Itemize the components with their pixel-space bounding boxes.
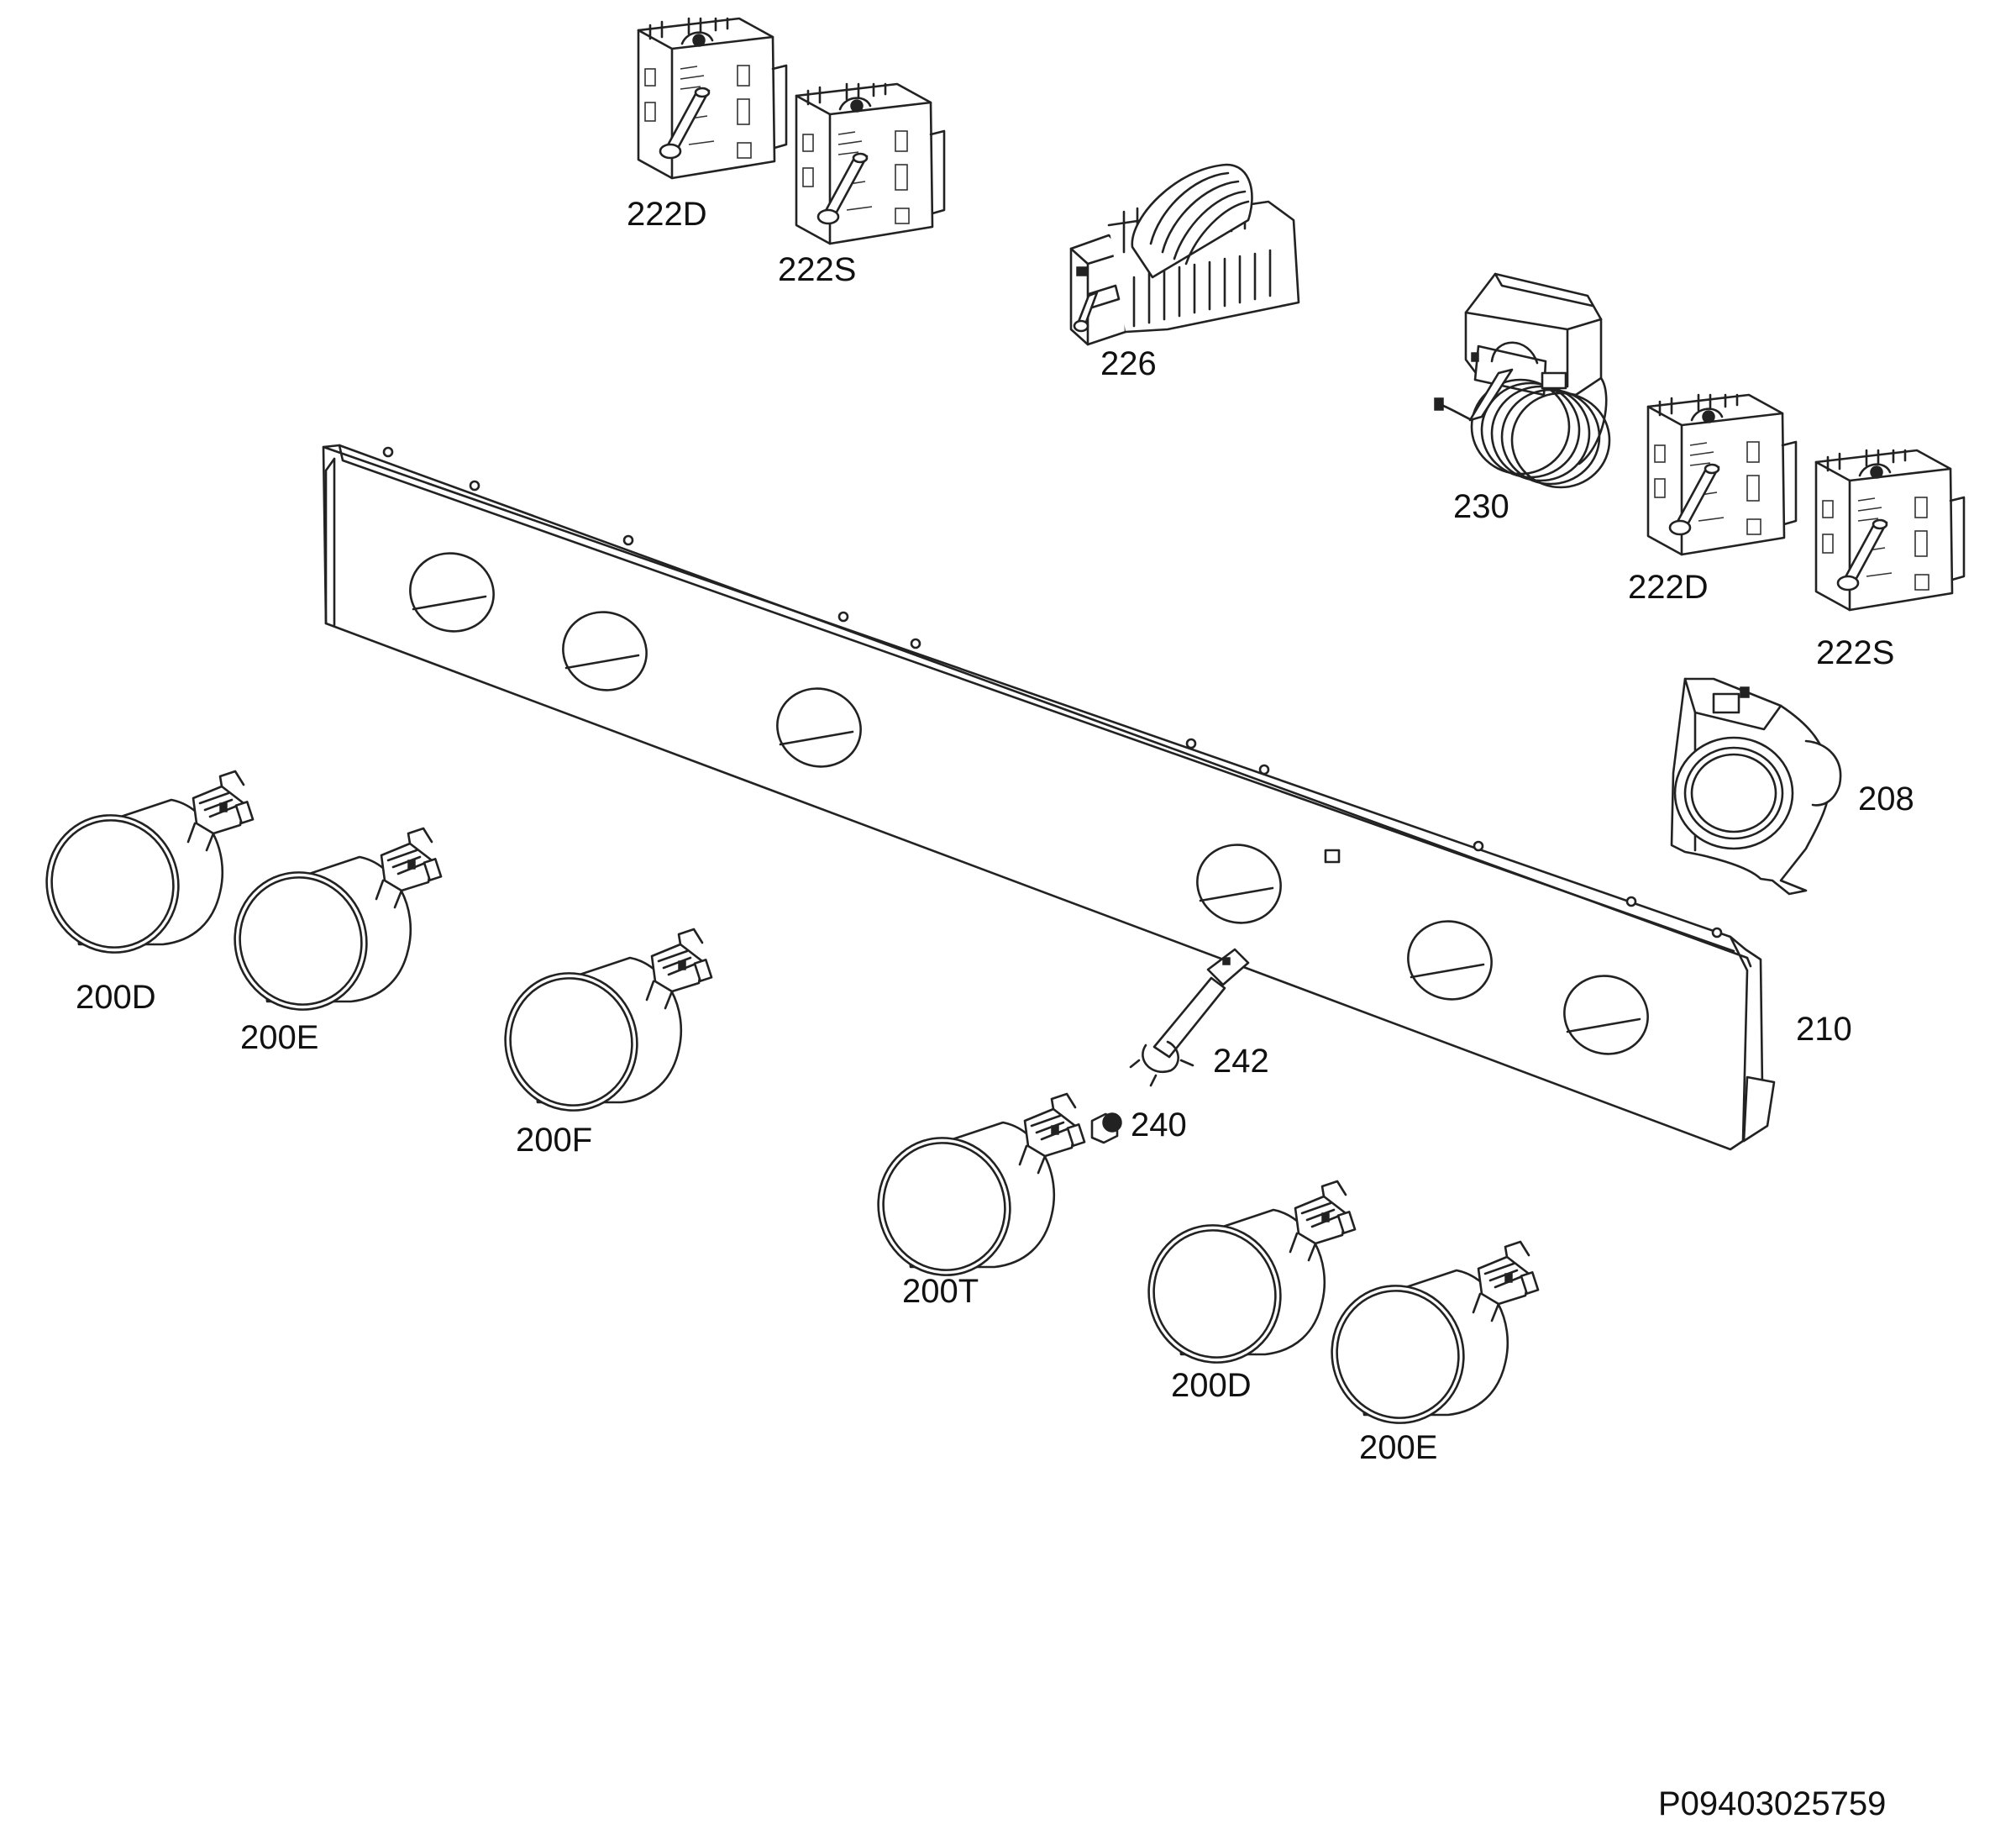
control-knob-icon [28,770,255,971]
part-label-222d-top: 222D [627,196,707,233]
part-label-242: 242 [1213,1043,1269,1080]
indicator-lamp-icon [1670,677,1842,896]
ignition-switch-icon [1129,948,1250,1087]
part-label-208: 208 [1858,781,1914,817]
part-label-200d-right: 200D [1171,1367,1252,1404]
part-label-222s-right: 222S [1816,634,1894,671]
part-label-200e-left: 200E [240,1019,318,1056]
control-knob-icon [1313,1240,1540,1442]
part-label-230: 230 [1453,488,1509,525]
part-label-240: 240 [1131,1107,1187,1143]
part-label-222d-right: 222D [1628,569,1709,606]
energy-regulator-icon [1814,449,1966,612]
screw-icon [1090,1112,1122,1144]
selector-switch-icon [1069,163,1300,346]
control-knob-icon [1130,1180,1357,1381]
part-label-226: 226 [1100,345,1157,382]
part-label-210: 210 [1796,1011,1852,1048]
part-label-200t: 200T [902,1273,979,1310]
part-label-200f: 200F [516,1122,592,1159]
part-label-200e-right: 200E [1359,1429,1437,1466]
energy-regulator-icon [637,17,788,180]
part-label-200d-left: 200D [76,979,156,1016]
control-knob-icon [216,827,443,1028]
drawing-code: P09403025759 [1658,1785,1886,1822]
thermostat-icon [1434,272,1611,489]
control-knob-icon [859,1092,1086,1294]
energy-regulator-icon [1646,393,1798,556]
energy-regulator-icon [795,82,946,245]
part-label-222s-top: 222S [778,251,856,288]
control-knob-icon [486,928,713,1129]
control-panel-icon [322,444,1776,1151]
